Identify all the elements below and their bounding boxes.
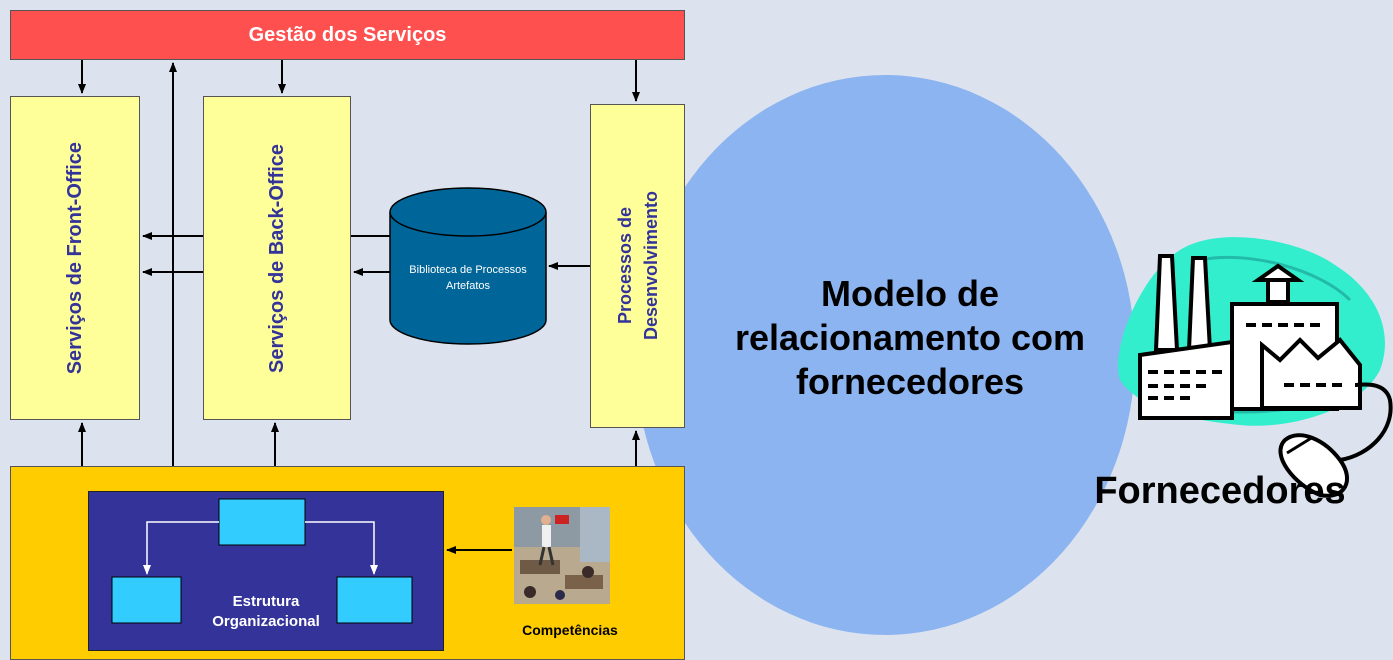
relationship-model-label: Modelo de relacionamento com fornecedore… [734, 273, 1086, 402]
org-top-node [218, 498, 306, 546]
development-processes-box: Processos de Desenvolvimento [590, 104, 685, 428]
competencies-label: Competências [522, 622, 618, 638]
suppliers-label: Fornecedores [1094, 470, 1346, 512]
library-cylinder-icon [389, 187, 547, 345]
library-label: Biblioteca de Processos Artefatos [409, 264, 527, 292]
factory-mouse-icon [1118, 237, 1393, 498]
service-management-label: Gestão dos Serviços [248, 23, 447, 46]
service-management-bar: Gestão dos Serviços [10, 10, 685, 60]
competencies-image-icon [514, 507, 610, 604]
org-arrow-left [143, 521, 219, 575]
org-right-node [336, 576, 413, 624]
front-office-box: Serviços de Front-Office [10, 96, 140, 420]
org-left-node [111, 576, 182, 624]
org-structure-label: Estrutura Organizacional [212, 593, 320, 630]
org-arrow-right [305, 521, 378, 575]
relationship-model-circle [635, 75, 1135, 635]
back-office-box: Serviços de Back-Office [203, 96, 351, 420]
